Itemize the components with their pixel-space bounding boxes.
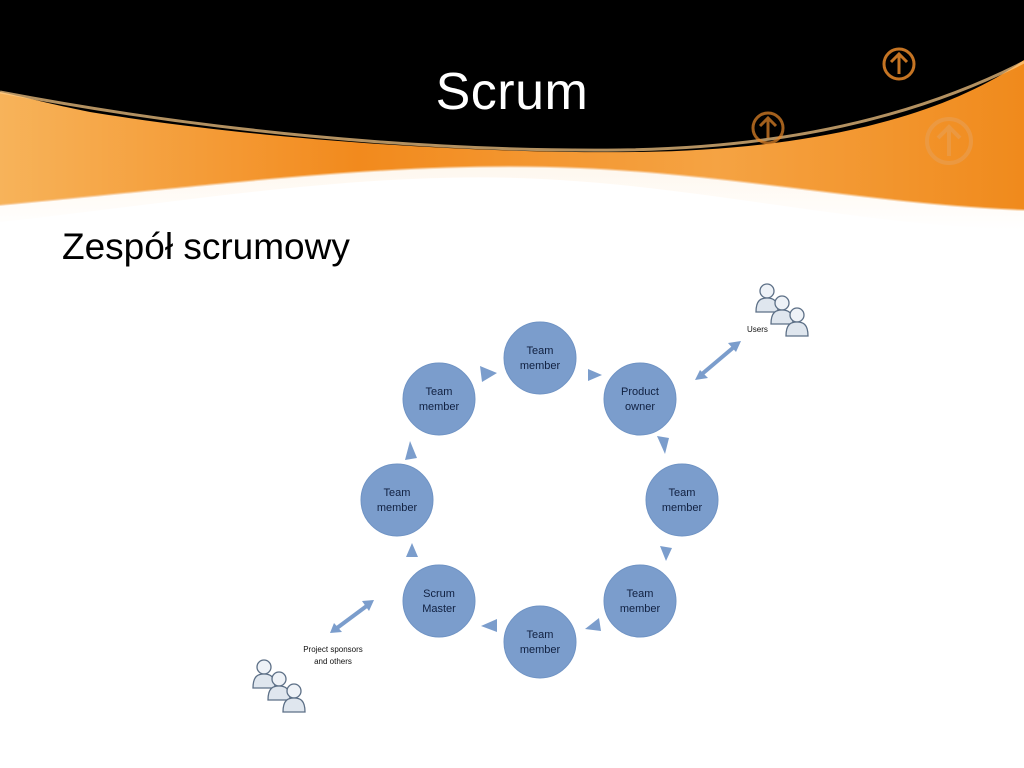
node-label-line1: Scrum (423, 588, 455, 600)
node-label-line2: member (620, 603, 661, 615)
node-label-line1: Team (669, 487, 696, 499)
sponsors-link-arrow (330, 600, 374, 633)
node-label-line2: member (377, 502, 418, 514)
cycle-arrow (405, 441, 417, 460)
users-link-arrow (695, 341, 741, 380)
node-label-line2: member (520, 644, 561, 656)
slide-subtitle: Zespół scrumowy (62, 226, 350, 267)
cycle-arrow (480, 366, 497, 382)
node-label-line1: Team (527, 629, 554, 641)
node-label-line2: member (662, 502, 703, 514)
team-member-node: Team member (603, 564, 677, 638)
team-member-node: Team member (503, 605, 577, 679)
cycle-arrow (660, 546, 672, 561)
product-owner-node: Product owner (603, 362, 677, 436)
cycle-arrow (406, 543, 418, 557)
slide-title: Scrum (435, 63, 589, 121)
up-arrow-circle-icon (751, 111, 785, 145)
cycle-arrow (585, 618, 601, 631)
node-label-line2: Master (422, 603, 456, 615)
node-label-line1: Team (426, 386, 453, 398)
node-label-line2: owner (625, 401, 655, 413)
cycle-arrow (588, 369, 602, 381)
team-member-node: Team member (360, 463, 434, 537)
up-arrow-circle-icon (925, 117, 973, 165)
header-banner (0, 0, 1024, 240)
team-member-node: Team member (503, 321, 577, 395)
node-label-line1: Team (384, 487, 411, 499)
node-label-line1: Team (527, 345, 554, 357)
node-label-line2: member (419, 401, 460, 413)
team-member-node: Team member (402, 362, 476, 436)
users-group-icon (252, 659, 306, 713)
users-label: Users (747, 325, 768, 334)
team-member-node: Team member (645, 463, 719, 537)
node-label-line1: Product (621, 386, 659, 398)
cycle-arrow (657, 436, 669, 454)
node-label-line2: member (520, 360, 561, 372)
node-label-line1: Team (627, 588, 654, 600)
up-arrow-circle-icon (882, 47, 916, 81)
cycle-arrow (481, 619, 497, 632)
sponsors-label-line1: Project sponsors (303, 645, 363, 654)
sponsors-label-line2: and others (314, 657, 352, 666)
scrum-master-node: Scrum Master (402, 564, 476, 638)
